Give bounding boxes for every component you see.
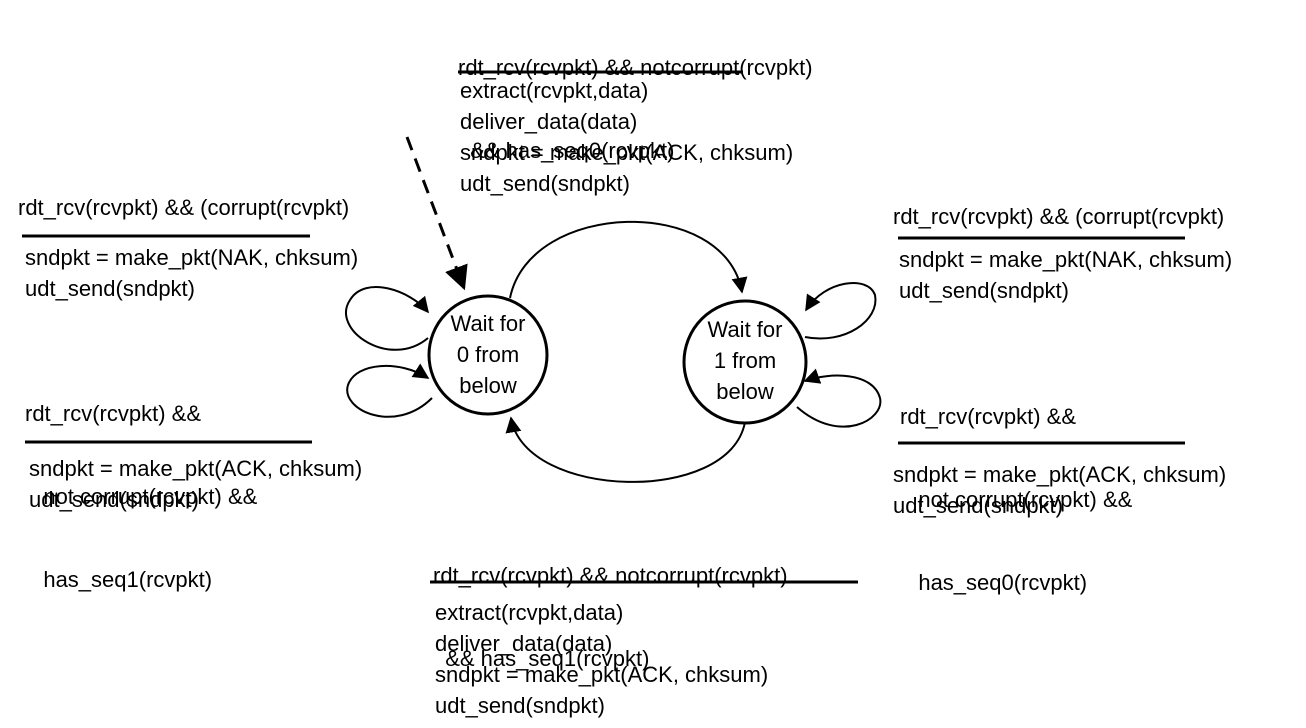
initial-state-arrow <box>405 136 468 291</box>
right-dup-actions: sndpkt = make_pkt(ACK, chksum) udt_send(… <box>893 462 1227 518</box>
bottom-transition-actions: extract(rcvpkt,data) deliver_data(data) … <box>435 600 769 718</box>
right-corrupt-event: rdt_rcv(rcvpkt) && (corrupt(rcvpkt) <box>893 204 1225 229</box>
state-wait-1-label: Wait for 1 from below <box>707 317 783 404</box>
top-transition-event: rdt_rcv(rcvpkt) && notcorrupt(rcvpkt) &&… <box>458 55 813 163</box>
right-corrupt-actions: sndpkt = make_pkt(NAK, chksum) udt_send(… <box>899 247 1233 303</box>
left-corrupt-event: rdt_rcv(rcvpkt) && (corrupt(rcvpkt) <box>18 195 350 220</box>
bottom-transition-event: rdt_rcv(rcvpkt) && notcorrupt(rcvpkt) &&… <box>433 563 788 671</box>
left-dup-actions: sndpkt = make_pkt(ACK, chksum) udt_send(… <box>29 456 363 512</box>
self-loop-right-upper <box>804 282 877 340</box>
left-dup-event: rdt_rcv(rcvpkt) && not corrupt(rcvpkt) &… <box>25 401 258 592</box>
self-loop-right-lower <box>796 368 882 428</box>
state-wait-0-circle <box>427 294 549 416</box>
transition-arc-0-to-1 <box>509 220 748 299</box>
self-loop-left-upper <box>345 286 430 351</box>
right-dup-event: rdt_rcv(rcvpkt) && not corrupt(rcvpkt) &… <box>900 404 1133 595</box>
top-transition-actions: extract(rcvpkt,data) deliver_data(data) … <box>460 78 794 196</box>
transition-arc-1-to-0 <box>505 416 746 483</box>
left-corrupt-actions: sndpkt = make_pkt(NAK, chksum) udt_send(… <box>25 245 359 301</box>
state-wait-0-label: Wait for 0 from below <box>450 311 526 398</box>
self-loop-left-lower <box>346 363 433 418</box>
